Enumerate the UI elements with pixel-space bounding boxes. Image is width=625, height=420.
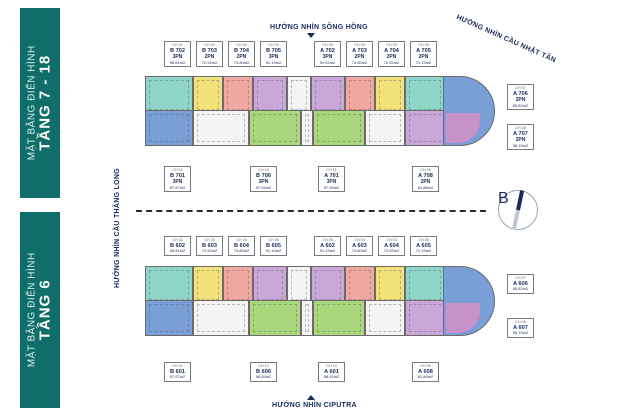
banner-floor-7-18: MẶT BẰNG ĐIỂN HÌNH TẦNG 7 - 18 — [20, 8, 60, 198]
compass-ring — [498, 190, 538, 230]
unit-block — [145, 266, 193, 304]
curved-wing-unit — [446, 113, 480, 143]
floor-plan-6 — [145, 266, 495, 338]
direction-top-label: HƯỚNG NHÌN SÔNG HỒNG — [270, 24, 368, 31]
unit-block — [311, 266, 345, 304]
plan-top-row — [145, 266, 455, 304]
corridor-block — [365, 110, 405, 146]
banner-top-line2: TẦNG 7 - 18 — [36, 54, 54, 152]
corridor-block — [193, 110, 249, 146]
unit-block — [375, 76, 405, 114]
unit-block — [253, 266, 287, 304]
unit-block — [253, 76, 287, 114]
unit-block — [311, 76, 345, 114]
plan-top-row — [145, 76, 455, 114]
banner-top-line1: MẶT BẰNG ĐIỂN HÌNH — [26, 45, 38, 161]
plan-bottom-row — [145, 300, 455, 336]
unit-block — [313, 110, 365, 146]
unit-block — [345, 266, 375, 304]
banner-bottom-line1: MẶT BẰNG ĐIỂN HÌNH — [26, 252, 38, 368]
corridor-block — [365, 300, 405, 336]
arrow-up-icon — [307, 395, 315, 400]
core-block — [287, 76, 311, 114]
core-block — [287, 266, 311, 304]
compass-letter: B — [498, 190, 509, 207]
curved-wing — [443, 76, 495, 146]
core-block — [301, 110, 313, 146]
section-divider — [136, 210, 486, 212]
direction-left-label: HƯỚNG NHÌN CẦU THĂNG LONG — [114, 168, 121, 288]
corridor-block — [193, 300, 249, 336]
unit-block — [193, 266, 223, 304]
unit-block — [405, 266, 445, 304]
unit-block — [249, 300, 301, 336]
unit-block — [345, 76, 375, 114]
unit-block — [145, 300, 193, 336]
unit-block — [405, 76, 445, 114]
core-block — [301, 300, 313, 336]
floor-plan-7-18 — [145, 76, 495, 148]
unit-block — [375, 266, 405, 304]
unit-block — [223, 266, 253, 304]
arrow-down-icon — [307, 33, 315, 38]
unit-block — [249, 110, 301, 146]
unit-block — [223, 76, 253, 114]
unit-block — [145, 110, 193, 146]
plan-bottom-row — [145, 110, 455, 146]
curved-wing-unit — [446, 303, 480, 333]
banner-floor-6: MẶT BẰNG ĐIỂN HÌNH TẦNG 6 — [20, 212, 60, 408]
banner-bottom-line2: TẦNG 6 — [36, 279, 54, 341]
unit-block — [193, 76, 223, 114]
unit-block — [313, 300, 365, 336]
direction-right-label: HƯỚNG NHÌN CẦU NHẬT TÂN — [455, 14, 557, 65]
compass-icon — [498, 190, 538, 230]
unit-block — [145, 76, 193, 114]
direction-bottom-label: HƯỚNG NHÌN CIPUTRA — [272, 402, 357, 409]
curved-wing — [443, 266, 495, 336]
